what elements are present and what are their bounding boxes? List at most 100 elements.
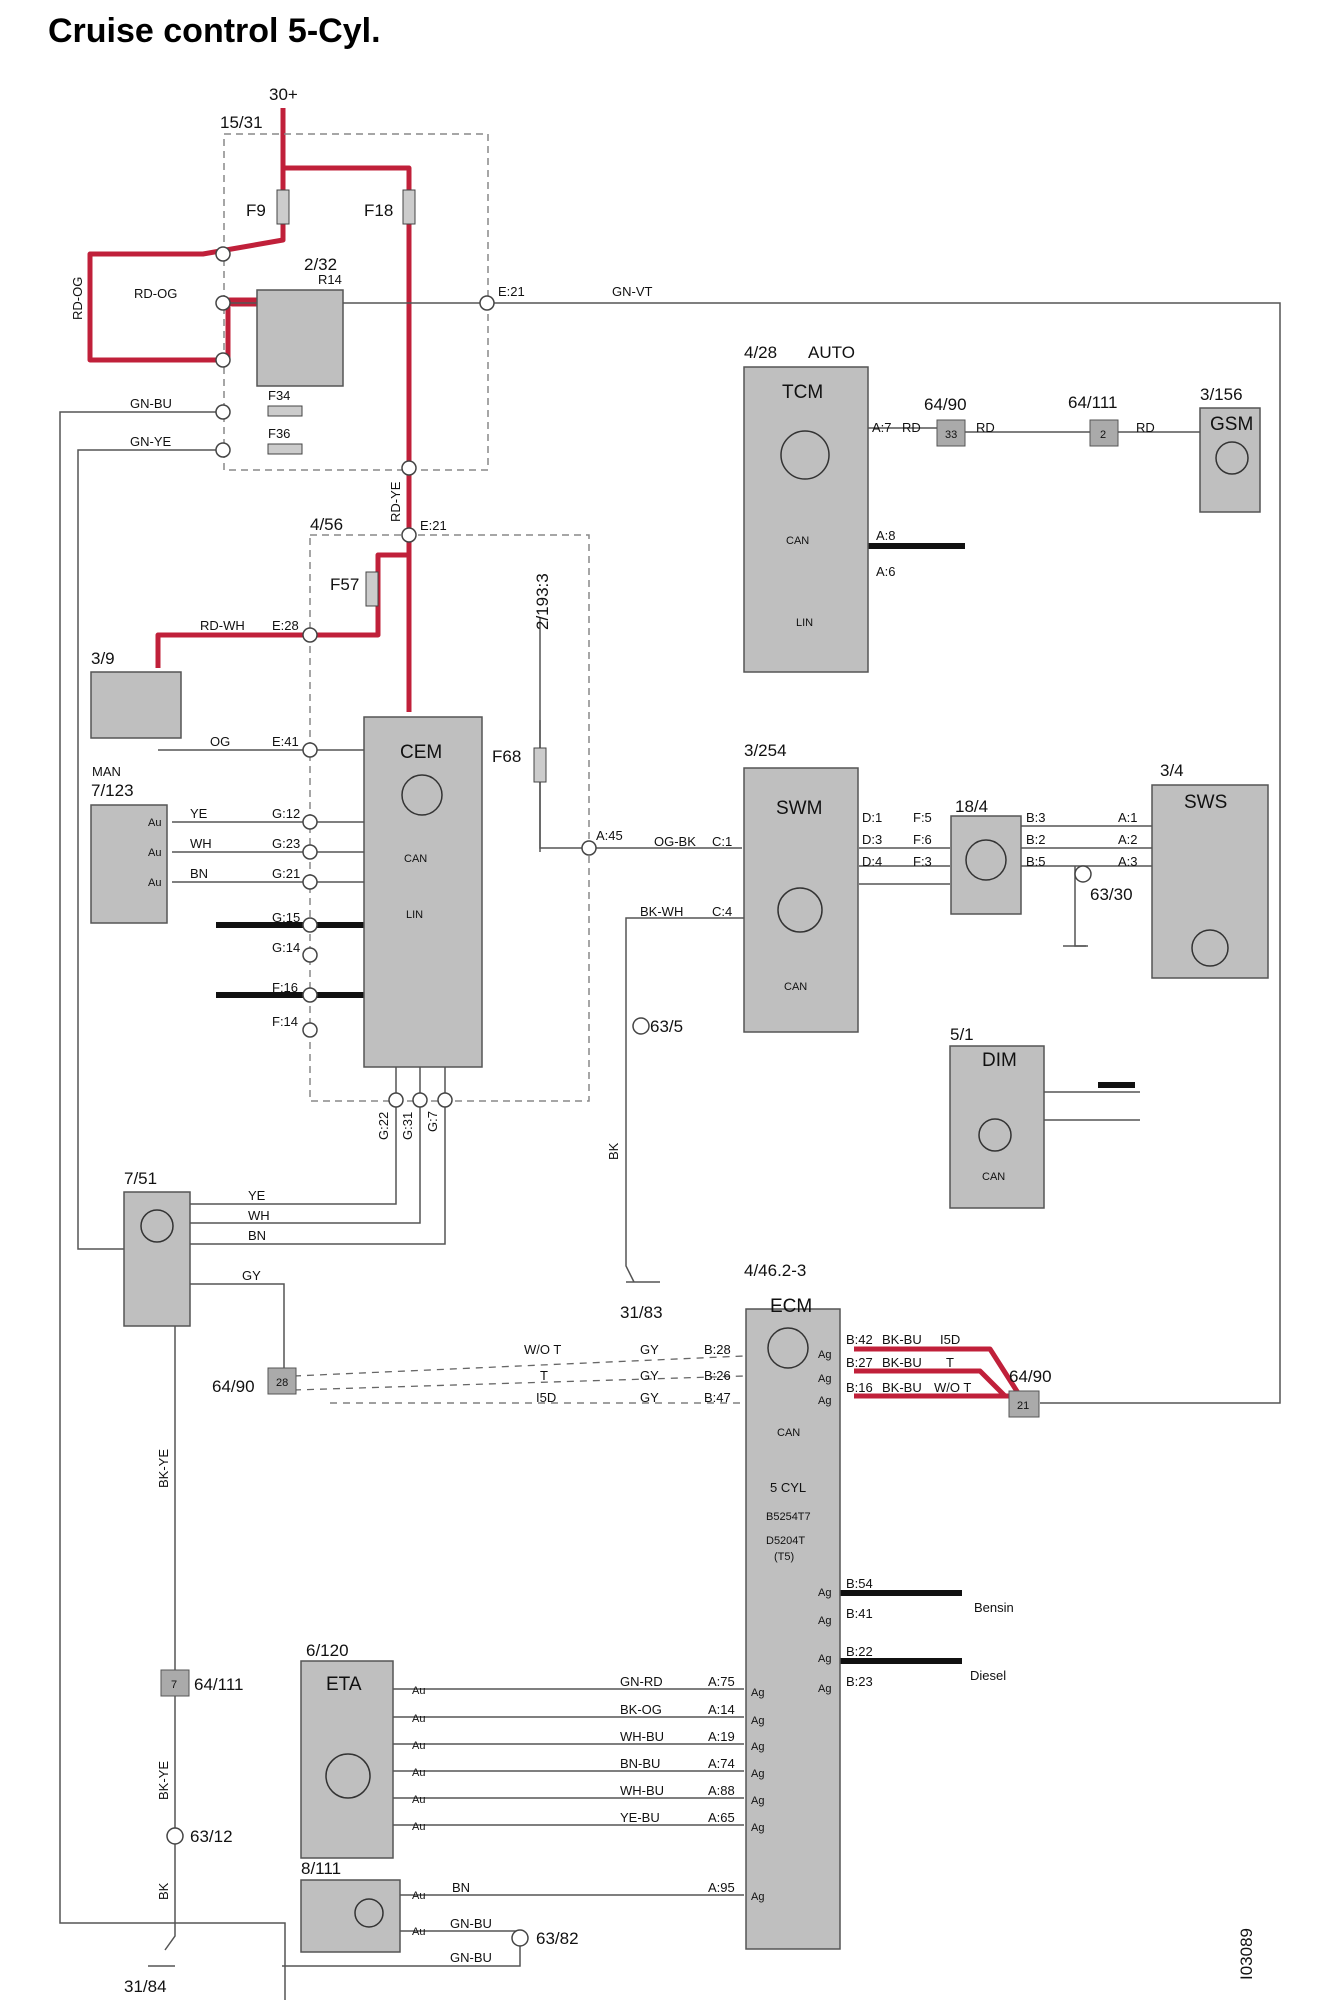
svg-text:Ag: Ag bbox=[751, 1891, 764, 1903]
svg-text:RD: RD bbox=[1136, 420, 1155, 435]
svg-text:7/51: 7/51 bbox=[124, 1169, 157, 1188]
fuse-f9 bbox=[276, 189, 290, 225]
svg-text:WH-BU: WH-BU bbox=[620, 1729, 664, 1744]
svg-text:GY: GY bbox=[242, 1268, 261, 1283]
svg-text:A:95: A:95 bbox=[708, 1880, 735, 1895]
svg-text:A:19: A:19 bbox=[708, 1729, 735, 1744]
svg-text:Au: Au bbox=[148, 847, 161, 859]
svg-text:I5D: I5D bbox=[940, 1332, 960, 1347]
svg-text:W/O T: W/O T bbox=[934, 1380, 971, 1395]
svg-text:21: 21 bbox=[1017, 1400, 1029, 1412]
svg-text:Bensin: Bensin bbox=[974, 1600, 1014, 1615]
svg-text:63/82: 63/82 bbox=[536, 1929, 579, 1948]
svg-text:B:47: B:47 bbox=[704, 1390, 731, 1405]
svg-text:SWS: SWS bbox=[1184, 792, 1227, 813]
svg-text:G:22: G:22 bbox=[376, 1112, 391, 1140]
svg-text:Ag: Ag bbox=[818, 1587, 831, 1599]
svg-text:A:45: A:45 bbox=[596, 828, 623, 843]
tcm-module bbox=[743, 366, 869, 673]
svg-text:A:3: A:3 bbox=[1118, 854, 1138, 869]
svg-text:BK-BU: BK-BU bbox=[882, 1355, 922, 1370]
svg-text:G:7: G:7 bbox=[425, 1111, 440, 1132]
junction-nodes bbox=[215, 246, 597, 1108]
svg-text:CEM: CEM bbox=[400, 742, 442, 763]
svg-text:D5204T: D5204T bbox=[766, 1535, 805, 1547]
power-wires bbox=[87, 108, 1023, 1399]
svg-text:B5254T7: B5254T7 bbox=[766, 1511, 811, 1523]
pin-markers: Au Au Au Ag Ag Ag Ag Ag Ag Ag Ag Ag Ag A… bbox=[148, 817, 831, 1938]
motor-icon bbox=[325, 1753, 371, 1799]
svg-text:CAN: CAN bbox=[982, 1171, 1005, 1183]
svg-text:BN-BU: BN-BU bbox=[620, 1756, 660, 1771]
svg-text:Ag: Ag bbox=[818, 1395, 831, 1407]
svg-text:GN-RD: GN-RD bbox=[620, 1674, 663, 1689]
svg-text:GN-BU: GN-BU bbox=[450, 1916, 492, 1931]
svg-text:YE: YE bbox=[190, 806, 208, 821]
svg-text:A:8: A:8 bbox=[876, 528, 896, 543]
module751-transistor-icon bbox=[140, 1209, 174, 1243]
fuse-f18 bbox=[402, 189, 416, 225]
svg-text:Ag: Ag bbox=[818, 1653, 831, 1665]
svg-text:B:26: B:26 bbox=[704, 1368, 731, 1383]
svg-text:TCM: TCM bbox=[782, 382, 823, 403]
svg-text:WH: WH bbox=[190, 836, 212, 851]
svg-text:BN: BN bbox=[190, 866, 208, 881]
svg-text:RD: RD bbox=[902, 420, 921, 435]
svg-text:BK-WH: BK-WH bbox=[640, 904, 683, 919]
svg-text:AUTO: AUTO bbox=[808, 343, 855, 362]
tcm-transistor-icon bbox=[780, 430, 830, 480]
svg-text:BK-YE: BK-YE bbox=[156, 1761, 171, 1800]
ecm-transistor-icon bbox=[767, 1327, 809, 1369]
svg-text:WH: WH bbox=[248, 1208, 270, 1223]
svg-text:31/83: 31/83 bbox=[620, 1303, 663, 1322]
svg-text:G:23: G:23 bbox=[272, 836, 300, 851]
svg-text:CAN: CAN bbox=[777, 1427, 800, 1439]
svg-text:LIN: LIN bbox=[406, 909, 423, 921]
svg-text:Au: Au bbox=[412, 1685, 425, 1697]
sws-module bbox=[1151, 784, 1269, 979]
svg-text:63/12: 63/12 bbox=[190, 1827, 233, 1846]
svg-text:64/90: 64/90 bbox=[212, 1377, 255, 1396]
svg-text:BK-YE: BK-YE bbox=[156, 1449, 171, 1488]
svg-text:5 CYL: 5 CYL bbox=[770, 1480, 806, 1495]
svg-text:63/30: 63/30 bbox=[1090, 885, 1133, 904]
svg-text:3/254: 3/254 bbox=[744, 741, 787, 760]
svg-text:F68: F68 bbox=[492, 747, 521, 766]
svg-text:GY: GY bbox=[640, 1342, 659, 1357]
svg-text:E:41: E:41 bbox=[272, 734, 299, 749]
svg-text:GY: GY bbox=[640, 1390, 659, 1405]
supply-label: 30+ bbox=[269, 85, 298, 104]
svg-text:A:88: A:88 bbox=[708, 1783, 735, 1798]
connector-7 bbox=[160, 1669, 190, 1697]
svg-text:Ag: Ag bbox=[751, 1687, 764, 1699]
swm-module bbox=[743, 767, 859, 1033]
fuse-f34 bbox=[267, 405, 303, 417]
svg-text:SWM: SWM bbox=[776, 798, 822, 819]
svg-text:F18: F18 bbox=[364, 201, 393, 220]
svg-text:Au: Au bbox=[148, 877, 161, 889]
svg-text:CAN: CAN bbox=[786, 535, 809, 547]
svg-text:7: 7 bbox=[171, 1679, 177, 1691]
svg-text:Diesel: Diesel bbox=[970, 1668, 1006, 1683]
sws-transistor-icon bbox=[1191, 929, 1229, 967]
svg-text:Au: Au bbox=[412, 1926, 425, 1938]
fuse-f57 bbox=[365, 571, 379, 607]
svg-text:Ag: Ag bbox=[818, 1373, 831, 1385]
svg-text:6/120: 6/120 bbox=[306, 1641, 349, 1660]
svg-text:4/56: 4/56 bbox=[310, 515, 343, 534]
svg-text:GN-BU: GN-BU bbox=[130, 396, 172, 411]
svg-text:CAN: CAN bbox=[404, 853, 427, 865]
svg-text:A:74: A:74 bbox=[708, 1756, 735, 1771]
svg-text:BK-BU: BK-BU bbox=[882, 1380, 922, 1395]
svg-text:E:21: E:21 bbox=[420, 518, 447, 533]
svg-text:63/5: 63/5 bbox=[650, 1017, 683, 1036]
svg-text:Ag: Ag bbox=[751, 1795, 764, 1807]
svg-text:OG: OG bbox=[210, 734, 230, 749]
svg-text:BK: BK bbox=[606, 1142, 621, 1160]
svg-text:RD: RD bbox=[976, 420, 995, 435]
svg-text:A:2: A:2 bbox=[1118, 832, 1138, 847]
module-751 bbox=[123, 1191, 191, 1327]
svg-text:Au: Au bbox=[412, 1821, 425, 1833]
svg-text:B:28: B:28 bbox=[704, 1342, 731, 1357]
